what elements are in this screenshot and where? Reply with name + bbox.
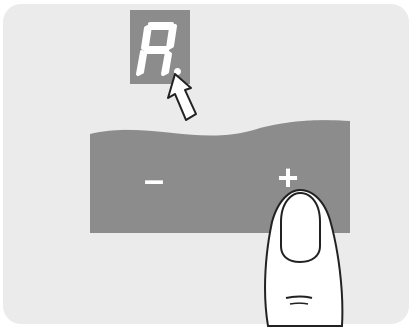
finger-press-icon [0, 0, 413, 328]
